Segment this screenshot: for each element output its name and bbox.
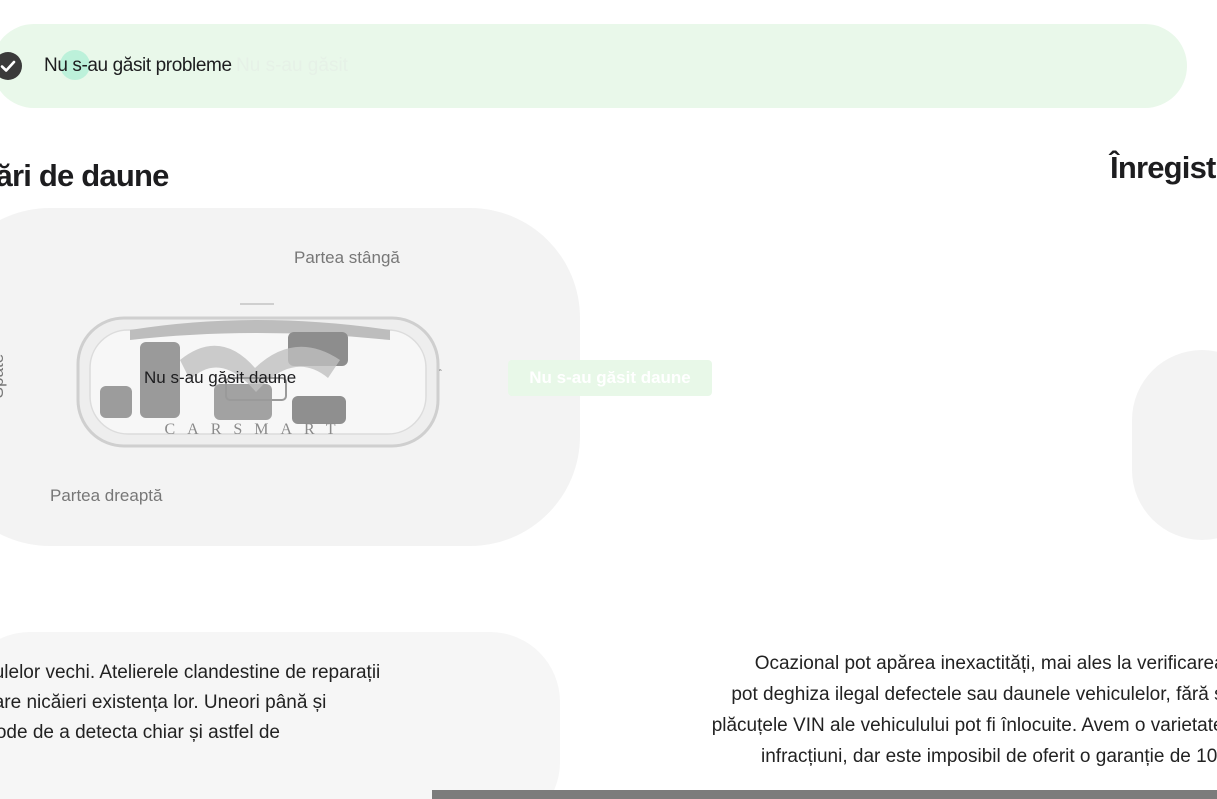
status-text: Nu s-au găsit probleme — [44, 55, 232, 76]
status-indicator-icon — [60, 50, 90, 80]
secondary-card — [1132, 350, 1217, 540]
right-side-label: Partea dreaptă — [50, 486, 163, 505]
info-paragraph-right: Ocazional pot apărea inexactități, mai a… — [711, 653, 1217, 767]
no-damage-badge: Nu s-au găsit daune — [508, 360, 712, 396]
info-card — [0, 632, 560, 799]
status-banner — [0, 24, 1187, 108]
check-icon — [0, 52, 22, 80]
car-top-view-icon: CARSMART — [76, 303, 440, 448]
bottom-divider — [432, 790, 1217, 799]
left-side-label: Partea stângă — [294, 248, 400, 267]
car-diagram: CARSMART — [60, 300, 450, 460]
rear-label: Spate — [0, 353, 8, 399]
info-paragraph-left: iculelor vechi. Atelierele clandestine d… — [0, 662, 381, 743]
no-damage-caption: Nu s-au găsit daune — [144, 368, 297, 387]
car-watermark-text: CARSMART — [164, 421, 347, 438]
status-ghost-text: Nu s-au găsit — [236, 55, 348, 76]
records-heading-right: Înregist — [1110, 150, 1216, 185]
damage-records-heading: tări de daune — [0, 158, 169, 193]
